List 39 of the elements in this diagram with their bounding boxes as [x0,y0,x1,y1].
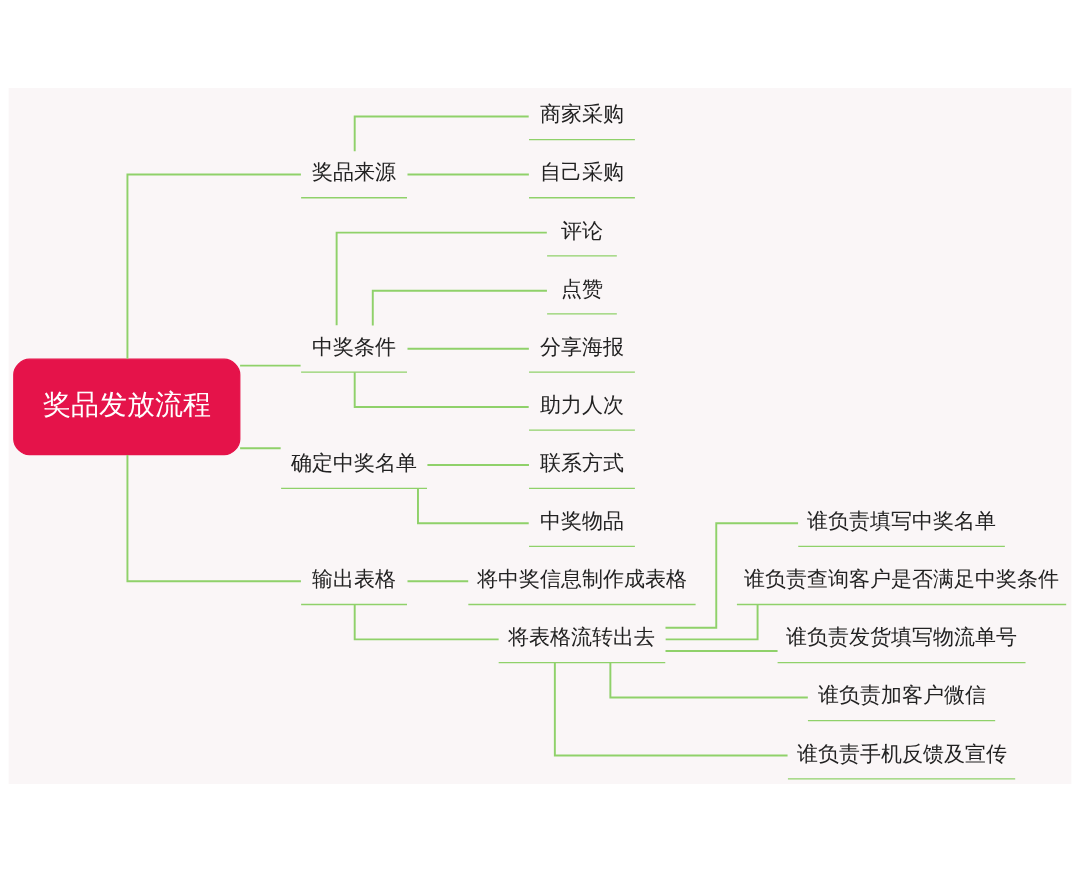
node-box: 奖品发放流程 [13,358,241,456]
node-text: 将中奖信息制作成表格 [476,567,687,592]
node-text: 点赞 [560,276,603,301]
node-text: 中奖条件 [312,334,397,359]
node-text: 分享海报 [539,334,624,359]
connector [417,487,530,525]
node-text: 奖品来源 [312,160,397,185]
connector [609,661,809,699]
connector [335,231,548,327]
connector [553,661,789,757]
node-text: 谁负责手机反馈及宣传 [796,741,1007,766]
node-text: 自己采购 [539,160,624,185]
connector [664,603,759,641]
connector [426,464,530,467]
connector [126,454,302,583]
node-text: 谁负责填写中奖名单 [807,509,997,534]
connector [664,522,800,629]
connector [664,650,779,652]
node-text: 确定中奖名单 [291,450,418,475]
node-text: 谁负责查询客户是否满足中奖条件 [744,567,1060,592]
connector [353,371,530,408]
node-text: 输出表格 [312,567,397,592]
connector [353,115,530,153]
node-text: 助力人次 [539,392,624,417]
connector [406,347,530,350]
connector [406,580,470,583]
connector [239,364,302,367]
node-text: 谁负责发货填写物流单号 [786,625,1018,650]
connector [406,173,530,176]
connector [239,447,282,450]
node-text: 评论 [560,218,603,243]
connector [353,603,500,641]
node-text: 谁负责加客户微信 [817,683,986,708]
connector [371,289,548,327]
node-text: 商家采购 [539,102,624,127]
node-text: 联系方式 [539,450,624,475]
node-text: 将表格流转出去 [508,625,656,650]
node-text: 中奖物品 [539,509,624,534]
connector [126,173,302,360]
